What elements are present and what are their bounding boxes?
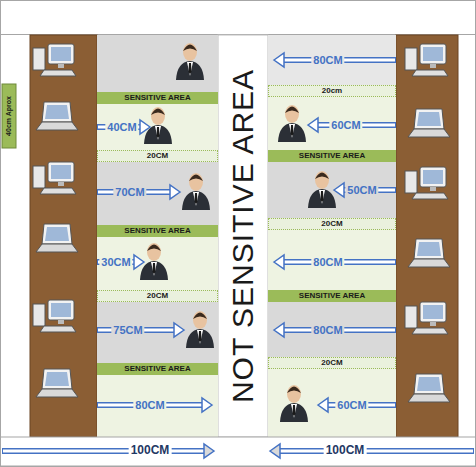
arrow-shaft-inner	[278, 450, 473, 453]
seat-rows	[97, 35, 396, 437]
arrow-head	[274, 323, 284, 337]
laptop-computer	[36, 369, 78, 397]
laptop-computer	[408, 374, 450, 402]
right-desk	[396, 35, 458, 437]
gap-band: 20cm	[268, 85, 396, 97]
sensitive-band: SENSITIVE AREA	[97, 92, 218, 104]
distance-dimension: 80CM	[311, 54, 344, 66]
distance-dimension: 80CM	[311, 256, 344, 268]
person-figure	[186, 311, 214, 348]
bottom-strip	[1, 437, 476, 466]
arrow-head	[204, 444, 214, 458]
side-tag	[2, 84, 16, 148]
seat-row	[97, 162, 218, 225]
laptop-computer	[36, 102, 78, 130]
sensitive-band: SENSITIVE AREA	[268, 150, 396, 162]
width-dimension: 100CM	[129, 444, 172, 457]
left-desk	[30, 35, 97, 437]
seat-row	[268, 302, 396, 357]
arrow-head	[140, 120, 150, 134]
person-figure	[308, 171, 336, 208]
band-label: SENSITIVE AREA	[124, 226, 190, 236]
arrow-shaft-inner	[3, 450, 206, 453]
desktop-computer	[405, 302, 448, 334]
band-label: 20cm	[322, 86, 342, 96]
person-figure	[182, 173, 210, 210]
arrow-head	[270, 444, 280, 458]
arrow-head	[274, 255, 284, 269]
dimension-arrows	[97, 53, 396, 412]
distance-dimension: 75CM	[111, 324, 144, 336]
distance-dimension: 30CM	[99, 256, 132, 268]
gap-band: 20CM	[268, 218, 396, 230]
aisle	[218, 35, 268, 437]
desktop-computer	[33, 162, 76, 194]
laptop-computer	[36, 224, 78, 252]
band-label: SENSITIVE AREA	[299, 291, 365, 301]
seat-row	[97, 237, 218, 290]
desktop-computer	[33, 44, 76, 76]
desktop-computer	[405, 167, 448, 199]
desktop-computer	[33, 300, 76, 332]
arrow-head	[274, 53, 284, 67]
gap-band: 20CM	[97, 150, 218, 162]
distance-dimension: 40CM	[105, 121, 138, 133]
arrow-head	[318, 398, 328, 412]
seat-row	[97, 35, 218, 92]
person-figure	[280, 385, 308, 422]
arrow-shaft	[278, 448, 474, 454]
band-label: SENSITIVE AREA	[299, 151, 365, 161]
distance-dimension: 50CM	[345, 184, 378, 196]
gap-band: 20CM	[268, 357, 396, 369]
seat-row	[268, 369, 396, 437]
aisle-band: NOT SENSITIVE AREA	[218, 35, 268, 437]
distance-dimension: 80CM	[311, 324, 344, 336]
band-label: 20CM	[321, 358, 342, 368]
distance-dimension: 60CM	[335, 399, 368, 411]
band-label: 20CM	[321, 219, 342, 229]
sensitive-band: SENSITIVE AREA	[268, 290, 396, 302]
distance-dimension: 60CM	[329, 119, 362, 131]
seat-row	[268, 230, 396, 290]
sensitive-band: SENSITIVE AREA	[97, 225, 218, 237]
aisle-title: NOT SENSITIVE AREA	[226, 69, 260, 403]
seat-row	[97, 375, 218, 437]
person-figure	[278, 105, 306, 142]
top-strip	[1, 1, 476, 35]
width-dimension: 100CM	[324, 444, 367, 457]
gap-band: 20CM	[97, 290, 218, 302]
arrow-head	[202, 398, 212, 412]
laptop-computer	[408, 239, 450, 267]
distance-dimension: 80CM	[133, 399, 166, 411]
seat-row	[268, 35, 396, 85]
seat-row	[97, 302, 218, 363]
side-tag-label: 40cm Aprox	[5, 95, 13, 137]
band-label: SENSITIVE AREA	[124, 364, 190, 374]
band-label: 20CM	[147, 151, 168, 161]
sensitive-band: SENSITIVE AREA	[97, 363, 218, 375]
seat-row	[268, 97, 396, 150]
laptop-computer	[408, 109, 450, 137]
arrow-shaft	[2, 448, 206, 454]
person-figure	[176, 43, 204, 80]
distance-dimension: 70CM	[113, 186, 146, 198]
arrow-head	[170, 185, 180, 199]
arrow-head	[308, 118, 318, 132]
arrow-head	[174, 323, 184, 337]
band-label: SENSITIVE AREA	[124, 93, 190, 103]
desktop-computer	[405, 44, 448, 76]
band-label: 20CM	[147, 291, 168, 301]
seat-row	[268, 162, 396, 218]
arrow-head	[134, 255, 144, 269]
seat-row	[97, 104, 218, 150]
width-arrows	[2, 444, 474, 458]
arrow-head	[334, 183, 344, 197]
